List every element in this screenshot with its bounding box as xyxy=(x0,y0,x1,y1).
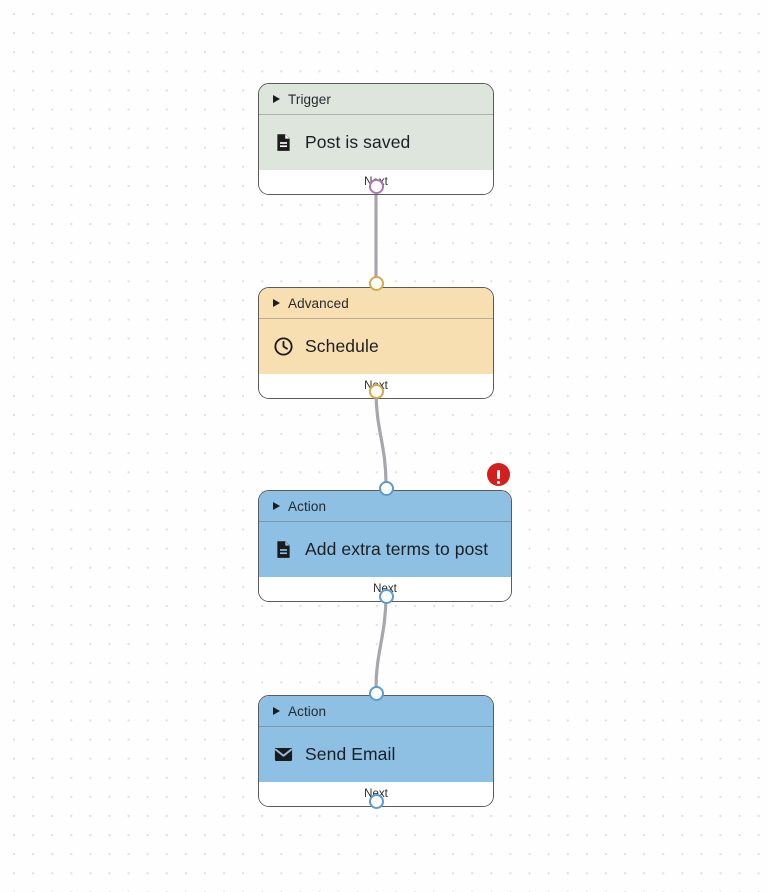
output-port-trigger[interactable] xyxy=(368,178,384,194)
wire-advanced-to-action-1 xyxy=(374,389,388,486)
node-body-advanced[interactable]: Schedule xyxy=(259,319,493,374)
chevron-right-icon[interactable] xyxy=(273,707,280,715)
exclamation-glyph xyxy=(496,470,501,485)
node-header-advanced[interactable]: Advanced xyxy=(259,288,493,319)
node-title: Send Email xyxy=(305,744,396,764)
chevron-right-icon[interactable] xyxy=(273,502,280,510)
node-header-action[interactable]: Action xyxy=(259,696,493,727)
clock-icon xyxy=(274,337,293,356)
output-port-action-add-terms[interactable] xyxy=(378,588,394,604)
chevron-right-icon[interactable] xyxy=(273,299,280,307)
input-port-action-add-terms[interactable] xyxy=(378,480,394,496)
node-body-trigger[interactable]: Post is saved xyxy=(259,115,493,170)
node-kind-label: Action xyxy=(288,498,327,514)
input-port-advanced[interactable] xyxy=(368,275,384,291)
node-header-trigger[interactable]: Trigger xyxy=(259,84,493,115)
workflow-node-trigger[interactable]: Trigger Post is saved Next xyxy=(258,83,494,195)
document-icon xyxy=(277,134,290,151)
error-exclamation-icon[interactable] xyxy=(487,463,510,486)
chevron-right-icon[interactable] xyxy=(273,95,280,103)
wire-action-1-to-action-2 xyxy=(374,593,388,690)
node-header-action[interactable]: Action xyxy=(259,491,511,522)
node-body-action[interactable]: Send Email xyxy=(259,727,493,782)
node-kind-label: Action xyxy=(288,703,327,719)
node-kind-label: Trigger xyxy=(288,91,331,107)
node-title: Post is saved xyxy=(305,132,411,152)
output-port-action-send-email[interactable] xyxy=(368,793,384,809)
document-icon xyxy=(277,541,290,558)
workflow-node-advanced[interactable]: Advanced Schedule Next xyxy=(258,287,494,399)
node-body-action[interactable]: Add extra terms to post xyxy=(259,522,511,577)
envelope-icon xyxy=(274,748,293,761)
output-port-advanced[interactable] xyxy=(368,383,384,399)
node-title: Schedule xyxy=(305,336,379,356)
workflow-node-action-send-email[interactable]: Action Send Email Next xyxy=(258,695,494,807)
node-title: Add extra terms to post xyxy=(305,539,489,559)
node-kind-label: Advanced xyxy=(288,295,349,311)
input-port-action-send-email[interactable] xyxy=(368,685,384,701)
workflow-node-action-add-terms[interactable]: Action Add extra terms to post Next xyxy=(258,490,512,602)
